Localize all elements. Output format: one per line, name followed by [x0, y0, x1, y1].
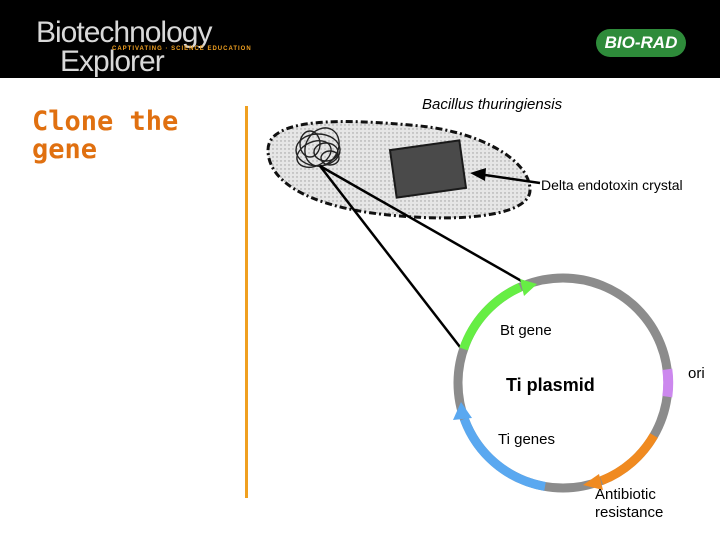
chromosome-tangle	[295, 127, 341, 168]
gene-line-1	[319, 164, 533, 289]
ori-label: ori	[688, 365, 705, 382]
bt-gene-segment	[459, 282, 523, 351]
plasmid-label: Ti plasmid	[506, 375, 595, 395]
ti-genes-segment	[460, 417, 546, 491]
slide-title: Clone the gene	[32, 106, 179, 165]
logo-tagline: CAPTIVATING · SCIENCE EDUCATION	[112, 46, 252, 52]
crystal-label: Delta endotoxin crystal	[541, 177, 683, 193]
crystal-arrowhead	[470, 168, 486, 181]
bt-gene-label: Bt gene	[500, 322, 552, 339]
bio-rad-logo: BIO-RAD	[596, 29, 686, 57]
logo-explorer: Explorer	[60, 45, 165, 78]
ori-segment	[662, 368, 674, 398]
logo-biotechnology: Biotechnology	[36, 16, 212, 49]
ti-genes-label: Ti genes	[498, 431, 555, 448]
antibiotic-segment	[599, 433, 658, 485]
vertical-divider	[245, 106, 248, 498]
antibiotic-label-line2: resistance	[595, 504, 664, 521]
organism-label: Bacillus thuringiensis	[422, 96, 563, 113]
header-banner: Biotechnology Explorer CAPTIVATING · SCI…	[0, 0, 720, 78]
endotoxin-crystal	[388, 139, 468, 199]
antibiotic-label-line1: Antibiotic	[595, 486, 656, 503]
gene-line-2	[319, 165, 461, 348]
